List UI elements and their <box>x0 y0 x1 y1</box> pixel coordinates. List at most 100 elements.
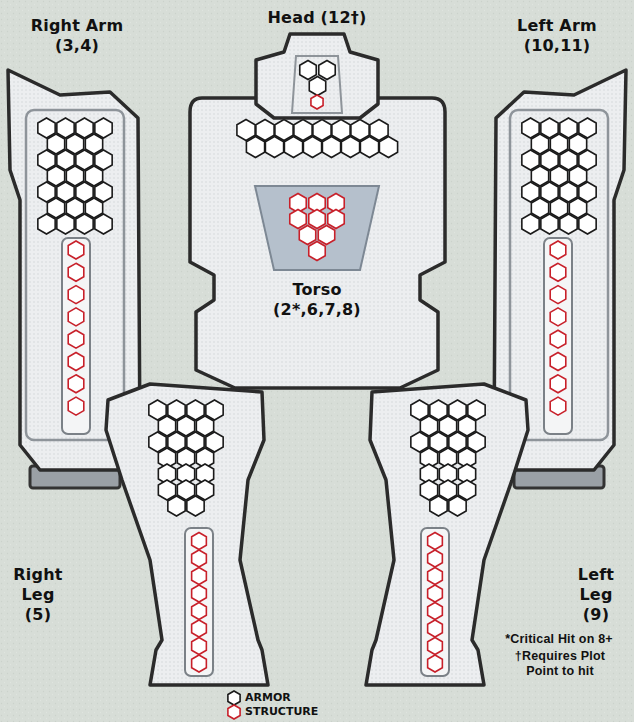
structure-hex <box>68 241 84 259</box>
part-label: Right Arm (3,4) <box>12 16 142 56</box>
armor-hex <box>187 400 204 420</box>
armor-hex <box>47 198 64 218</box>
structure-hex <box>68 397 84 415</box>
armor-hex <box>66 134 83 154</box>
armor-hex <box>246 137 264 158</box>
armor-hex <box>319 61 335 80</box>
armor-hex <box>95 118 112 138</box>
armor-hex <box>95 182 112 202</box>
torso-hexes <box>237 120 398 261</box>
left-leg <box>366 384 528 685</box>
armor-hex <box>265 137 283 158</box>
armor-hex <box>38 118 55 138</box>
armor-hex <box>303 137 321 158</box>
structure-hex <box>68 353 84 371</box>
armor-hex <box>66 166 83 186</box>
part-label: Left Leg (9) <box>568 565 624 625</box>
armor-hex <box>47 134 64 154</box>
legend-label: STRUCTURE <box>245 705 318 719</box>
armor-hex <box>95 150 112 170</box>
footnote: *Critical Hit on 8+ <box>486 632 632 647</box>
armor-hex <box>95 214 112 234</box>
legend-label: ARMOR <box>245 691 291 705</box>
right-leg <box>106 384 268 685</box>
armor-hex <box>57 214 74 234</box>
structure-channel <box>62 238 90 434</box>
head-hexes <box>300 61 335 110</box>
structure-hex <box>192 638 207 655</box>
structure-hex <box>192 620 207 637</box>
armor-hex <box>149 400 166 420</box>
armor-hex <box>237 120 255 141</box>
structure-hex <box>299 226 315 245</box>
armor-hex <box>313 120 331 141</box>
armor-hex <box>284 137 302 158</box>
armor-hex <box>76 182 93 202</box>
arm-hexes <box>38 118 112 415</box>
structure-hex <box>290 210 306 229</box>
armor-sample <box>228 691 240 705</box>
leg-hexes <box>149 400 223 672</box>
structure-panel <box>255 186 379 270</box>
part-label: Left Arm (10,11) <box>492 16 622 56</box>
armor-hex <box>38 150 55 170</box>
armor-hex <box>85 198 102 218</box>
structure-hex <box>318 226 334 245</box>
armor-hex <box>187 496 204 516</box>
armor-hex <box>38 182 55 202</box>
armor-hex <box>76 150 93 170</box>
armor-hex <box>332 120 350 141</box>
armor-hex <box>66 198 83 218</box>
armor-hex <box>57 150 74 170</box>
arm-panel <box>26 110 124 440</box>
structure-hex <box>192 550 207 567</box>
part-label: Right Leg (5) <box>10 565 66 625</box>
armor-hex <box>360 137 378 158</box>
armor-hex <box>85 166 102 186</box>
part-label: Head (12†) <box>217 8 417 28</box>
armor-hex <box>341 137 359 158</box>
armor-hex <box>149 432 166 452</box>
head-outline <box>256 34 378 118</box>
armor-hex <box>57 118 74 138</box>
armor-hex <box>294 120 312 141</box>
structure-hex <box>68 330 84 348</box>
structure-hex <box>68 286 84 304</box>
structure-hex <box>192 655 207 672</box>
armor-hex <box>85 134 102 154</box>
armor-hex <box>38 214 55 234</box>
armor-hex <box>168 496 185 516</box>
structure-hex <box>328 210 344 229</box>
head-panel <box>292 56 342 113</box>
armor-hex <box>196 416 213 436</box>
structure-hex <box>192 533 207 550</box>
armor-hex <box>275 120 293 141</box>
footnote: †Requires Plot Point to hit <box>506 649 614 679</box>
leg-outline <box>106 384 268 685</box>
armor-hex <box>168 432 185 452</box>
armor-hex <box>379 137 397 158</box>
structure-hex <box>68 375 84 393</box>
armor-hex <box>177 416 194 436</box>
armor-hex <box>76 118 93 138</box>
structure-hex <box>309 210 325 229</box>
armor-hex <box>206 400 223 420</box>
armor-hex <box>256 120 274 141</box>
structure-hex <box>309 242 325 261</box>
armor-hex <box>309 77 325 96</box>
structure-hex <box>68 263 84 281</box>
armor-hex <box>187 432 204 452</box>
armor-hex <box>351 120 369 141</box>
torso-outline <box>190 98 445 388</box>
structure-hex <box>192 603 207 620</box>
structure-channel <box>185 528 213 676</box>
armor-hex <box>76 214 93 234</box>
armor-hex <box>158 416 175 436</box>
armor-hex <box>196 480 213 500</box>
armor-hex <box>47 166 64 186</box>
armor-hex <box>206 432 223 452</box>
armor-hex <box>300 61 316 80</box>
